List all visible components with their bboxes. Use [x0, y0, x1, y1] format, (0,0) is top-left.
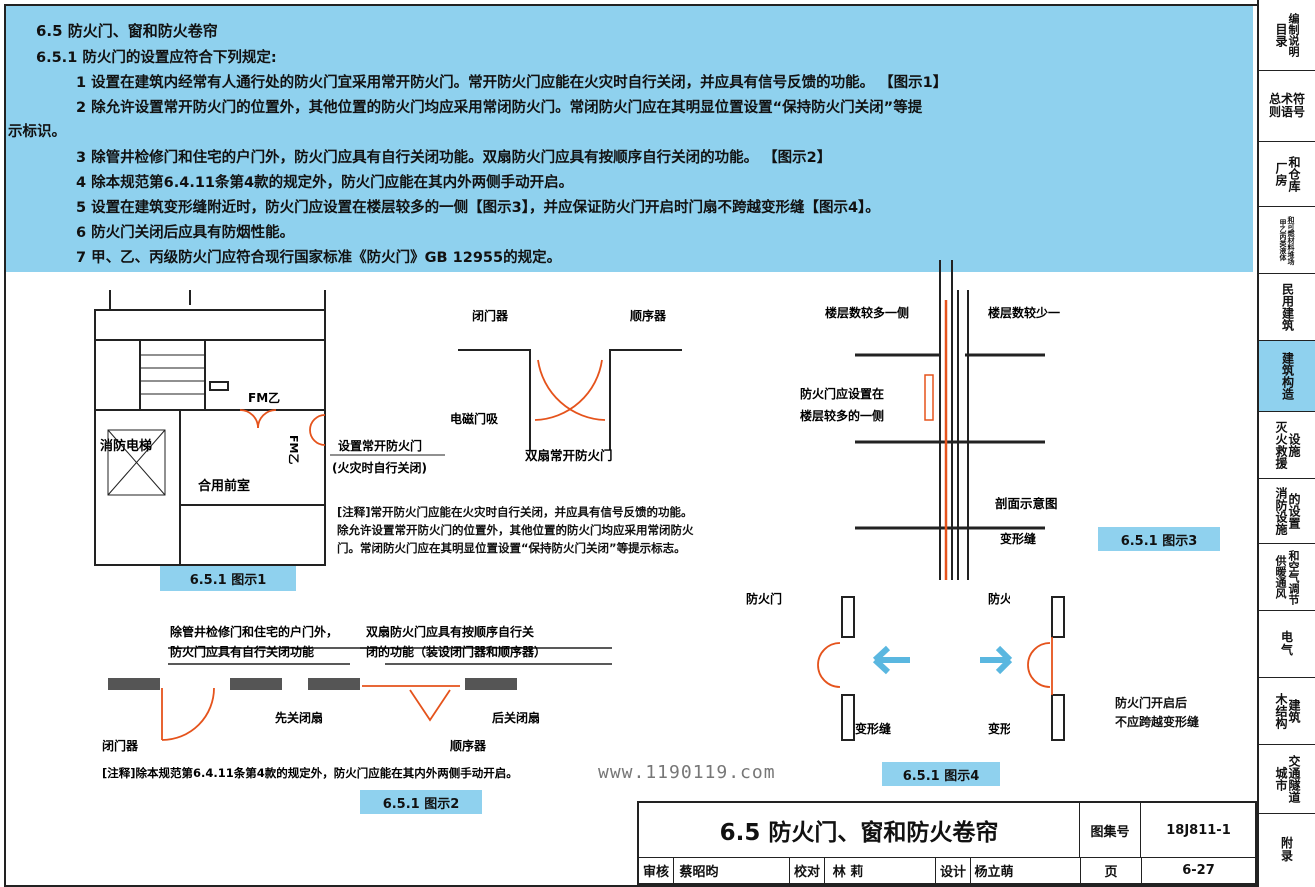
- elevator-label: 消防电梯: [100, 438, 152, 454]
- fig2-note: [注释]除本规范第6.4.11条第4款的规定外，防火门应能在其内外两侧手动开启。: [102, 766, 518, 780]
- fm-label-1: FM乙: [248, 391, 280, 405]
- figure-4-right: [980, 596, 1065, 741]
- fm-label-2: FM乙: [287, 435, 300, 464]
- designer-name: 杨立萌: [974, 865, 1014, 880]
- title-block: 6.5 防火门、窗和防火卷帘 图集号 18J811-1 审核 蔡昭昀 校对 林 …: [637, 801, 1257, 885]
- section-label: 剖面示意图: [995, 496, 1058, 511]
- callout-auto-close: (火灾时自行关闭): [332, 460, 427, 475]
- checker-name: 林 莉: [832, 865, 864, 880]
- reviewer-name: 蔡昭昀: [679, 865, 719, 880]
- sub-heading: 6.5.1 防火门的设置应符合下列规定:: [36, 50, 277, 66]
- double-door-label: 双扇常开防火门: [524, 448, 613, 463]
- place-note-2: 楼层较多的一侧: [800, 408, 884, 423]
- clause-item-1: 1 设置在建筑内经常有人通行处的防火门宜采用常开防火门。常开防火门应能在火灾时自…: [76, 75, 948, 91]
- less-floors-label: 楼层数较少一侧: [988, 305, 1060, 320]
- clause-item-2-cont: 示标识。: [8, 124, 66, 140]
- section-heading: 6.5 防火门、窗和防火卷帘: [36, 22, 218, 40]
- side-tab-general[interactable]: 总术符则语号: [1259, 71, 1315, 142]
- first-close-label: 先关闭扇: [275, 710, 323, 725]
- review-label: 审核: [639, 858, 674, 883]
- figure-1-drawing: FM乙 FM乙 消防电梯 合用前室 设置常开防火门 (火灾时自行关闭): [94, 290, 445, 566]
- side-tab-liquids[interactable]: 甲乙丙类液体和可燃材料堆场: [1259, 207, 1315, 274]
- side-tab-electrical[interactable]: 电气: [1259, 611, 1315, 678]
- fig4-door-label: 防火门: [746, 591, 782, 606]
- fig2-label-2b: 闭的功能（装设闭门器和顺序器）: [366, 644, 546, 659]
- joint-label: 变形缝: [1000, 531, 1036, 546]
- figure-1-caption: 6.5.1 图示1: [160, 566, 296, 591]
- later-close-label: 后关闭扇: [492, 710, 540, 725]
- atlas-number: 18J811-1: [1166, 822, 1231, 838]
- lobby-label: 合用前室: [198, 478, 250, 494]
- watermark-text: www.1190119.com: [598, 762, 776, 783]
- text-band: 6.5 防火门、窗和防火卷帘 6.5.1 防火门的设置应符合下列规定: 1 设置…: [6, 6, 1253, 272]
- side-tab-factory[interactable]: 厂房和仓库: [1259, 142, 1315, 207]
- more-floors-label: 楼层数较多一侧: [825, 305, 909, 320]
- fig2-label-1a: 除管井检修门和住宅的户门外，: [170, 624, 338, 639]
- side-tab-facilities[interactable]: 消防设施的设置: [1259, 479, 1315, 544]
- side-tab-construction[interactable]: 建筑构造: [1259, 341, 1315, 412]
- side-tab-hvac[interactable]: 供暖通风和空气调节: [1259, 544, 1315, 611]
- title-block-title: 6.5 防火门、窗和防火卷帘: [639, 803, 1080, 857]
- sequencer-label: 顺序器: [630, 308, 667, 323]
- figure-4-drawing: 防火门 防火封堵 变形缝 变形缝: [746, 591, 1010, 741]
- clause-item-7: 7 甲、乙、丙级防火门应符合现行国家标准《防火门》GB 12955的规定。: [76, 250, 562, 266]
- fig2-sequencer-label: 顺序器: [450, 738, 487, 753]
- page-number: 6-27: [1182, 863, 1215, 878]
- clause-item-4: 4 除本规范第6.4.11条第4款的规定外，防火门应能在其内外两侧手动开启。: [76, 175, 574, 191]
- side-tab-rescue[interactable]: 灭火救援设施: [1259, 412, 1315, 479]
- check-label: 校对: [789, 858, 825, 883]
- clause-item-6: 6 防火门关闭后应具有防烟性能。: [76, 225, 295, 241]
- side-tab-tunnel[interactable]: 城市交通隧道: [1259, 745, 1315, 814]
- figure-4-caption: 6.5.1 图示4: [882, 762, 1000, 786]
- fig4-joint-right: 变形缝: [988, 721, 1010, 736]
- figure-1-note: [注释]常开防火门应能在火灾时自行关闭，并应具有信号反馈的功能。 除允许设置常开…: [337, 505, 694, 555]
- side-tab-appendix[interactable]: 附录: [1280, 836, 1293, 863]
- clause-item-5: 5 设置在建筑变形缝附近时，防火门应设置在楼层较多的一侧【图示3】，并应保证防火…: [76, 200, 880, 216]
- atlas-label: 图集号: [1080, 803, 1141, 857]
- clause-item-2: 2 除允许设置常开防火门的位置外，其他位置的防火门均应采用常闭防火门。常闭防火门…: [76, 100, 923, 116]
- page-label: 页: [1080, 858, 1142, 883]
- fig2-label-2a: 双扇防火门应具有按顺序自行关: [366, 624, 534, 639]
- fig2-label-1b: 防火门应具有自行关闭功能: [170, 644, 314, 659]
- design-label: 设计: [935, 858, 971, 883]
- side-tab-civil[interactable]: 民用建筑: [1259, 274, 1315, 341]
- figure-2-caption: 6.5.1 图示2: [360, 790, 482, 814]
- double-door-detail: 闭门器 顺序器 电磁门吸 双扇常开防火门: [450, 308, 682, 463]
- side-tab-timber[interactable]: 木结构建筑: [1259, 678, 1315, 745]
- fig4-joint-left: 变形缝: [855, 721, 891, 736]
- fig4-note: 防火门开启后 不应跨越变形缝: [1115, 696, 1200, 729]
- place-note-1: 防火门应设置在: [800, 386, 884, 401]
- fig2-closer-label: 闭门器: [102, 738, 139, 753]
- magnet-label: 电磁门吸: [450, 411, 499, 426]
- closer-label: 闭门器: [472, 308, 509, 323]
- fig4-seal-label: 防火封堵: [988, 591, 1010, 606]
- side-tab-contents[interactable]: 目录编制说明: [1259, 0, 1315, 71]
- side-nav: 目录编制说明 总术符则语号 厂房和仓库 甲乙丙类液体和可燃材料堆场 民用建筑 建…: [1257, 0, 1315, 887]
- figure-2-drawing: 除管井检修门和住宅的户门外， 防火门应具有自行关闭功能 双扇防火门应具有按顺序自…: [102, 624, 612, 780]
- clause-item-3: 3 除管井检修门和住宅的户门外，防火门应具有自行关闭功能。双扇防火门应具有按顺序…: [76, 150, 832, 166]
- figure-3-caption: 6.5.1 图示3: [1098, 527, 1220, 551]
- figure-3-drawing: 楼层数较多一侧 楼层数较少一侧 防火门应设置在 楼层较多的一侧 剖面示意图 变形…: [800, 260, 1060, 580]
- callout-open-door: 设置常开防火门: [338, 438, 422, 453]
